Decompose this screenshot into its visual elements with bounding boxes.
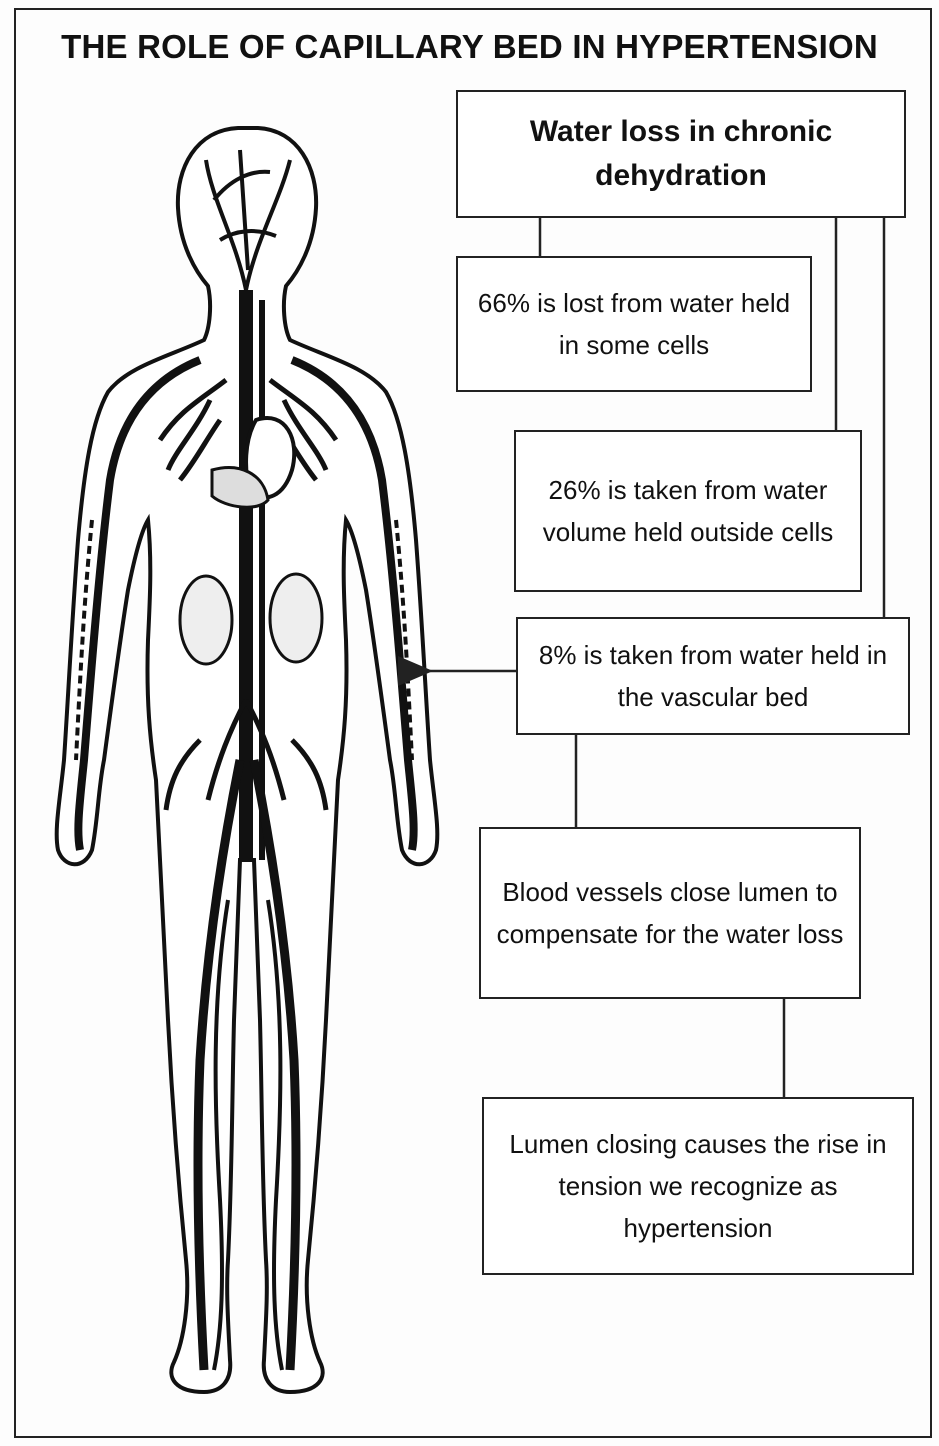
kidney-left bbox=[180, 576, 232, 664]
box-66-percent-cells: 66% is lost from water held in some cell… bbox=[456, 256, 812, 392]
box-water-loss-chronic-dehydration: Water loss in chronic dehydration bbox=[456, 90, 906, 218]
box-blood-vessels-close-lumen: Blood vessels close lumen to compensate … bbox=[479, 827, 861, 999]
box-8-percent-vascular-bed: 8% is taken from water held in the vascu… bbox=[516, 617, 910, 735]
box-lumen-closing-hypertension: Lumen closing causes the rise in tension… bbox=[482, 1097, 914, 1275]
box-26-percent-outside-cells: 26% is taken from water volume held outs… bbox=[514, 430, 862, 592]
human-body-figure bbox=[57, 128, 438, 1392]
kidney-right bbox=[270, 574, 322, 662]
